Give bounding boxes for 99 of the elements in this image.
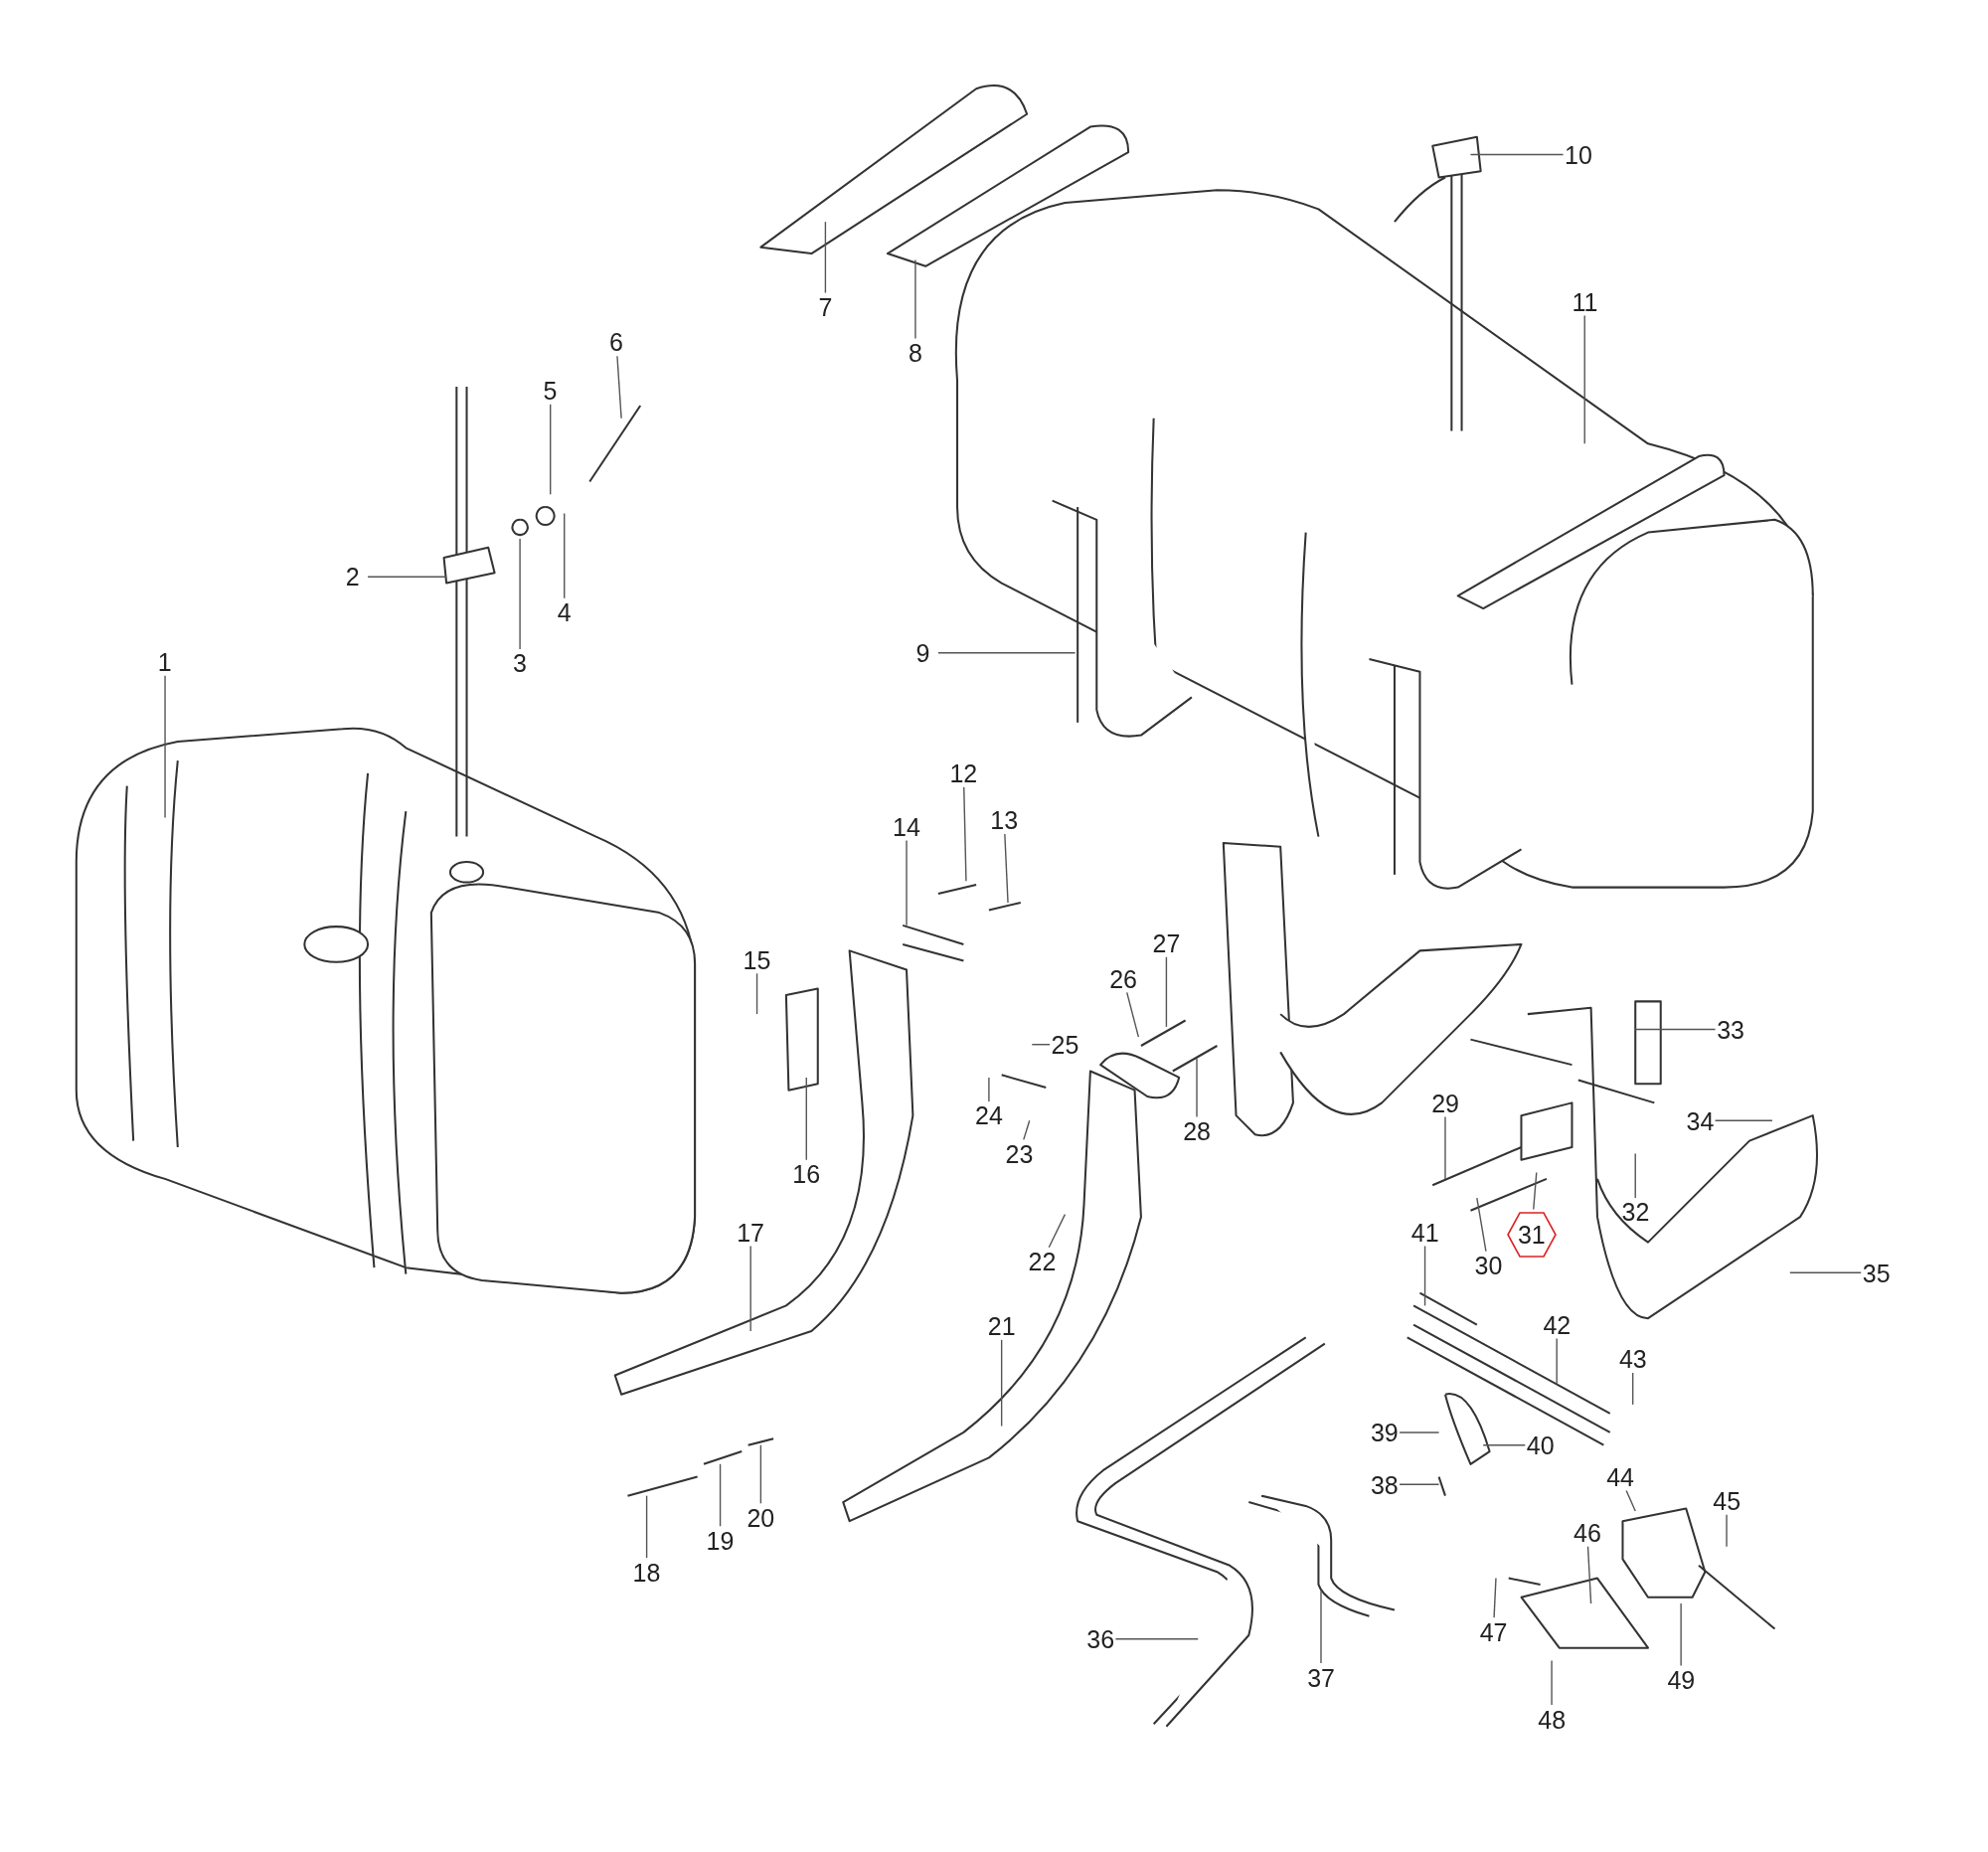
callout-number: 25 (1050, 1032, 1080, 1058)
callout-hexagon (1505, 1211, 1558, 1260)
leader-line (1476, 1197, 1487, 1253)
callout-number: 29 (1430, 1090, 1460, 1116)
callout-number: 1 (156, 648, 173, 675)
callout-number: 7 (817, 293, 834, 320)
callout-number: 5 (542, 377, 559, 404)
leader-line (1423, 1245, 1426, 1307)
leader-line (1634, 1152, 1636, 1199)
leader-line (1399, 1483, 1440, 1485)
callout-number: 8 (907, 339, 923, 366)
callout-number: 4 (556, 599, 573, 626)
callout-number: 14 (892, 813, 921, 840)
callout-number: 48 (1537, 1706, 1568, 1733)
leader-line (937, 652, 1077, 654)
callout-number: 49 (1666, 1667, 1697, 1694)
leader-line (1320, 1590, 1322, 1664)
leader-line (1586, 1546, 1592, 1604)
callout-number: 30 (1473, 1252, 1504, 1278)
leader-line (645, 1495, 648, 1559)
leader-line (564, 512, 566, 599)
leader-line (1126, 991, 1140, 1038)
leader-line (1625, 1489, 1636, 1512)
leader-line (1680, 1602, 1682, 1667)
callout-number: 39 (1369, 1420, 1400, 1446)
callout-number: 44 (1605, 1463, 1635, 1490)
callout-number: 19 (705, 1527, 736, 1554)
callout-number: 22 (1027, 1249, 1058, 1275)
leader-line (988, 1077, 990, 1102)
callout-number: 20 (746, 1504, 776, 1531)
callout-number: 35 (1861, 1260, 1892, 1286)
leader-line (1482, 1444, 1526, 1446)
leader-line (755, 972, 758, 1015)
leader-line (1023, 1119, 1031, 1141)
leader-line (1789, 1271, 1862, 1273)
leader-line (719, 1463, 722, 1527)
callout-number: 26 (1108, 965, 1138, 992)
leader-line (616, 355, 622, 420)
callout-number: 42 (1542, 1311, 1573, 1338)
leader-line (1634, 1028, 1717, 1031)
callout-number: 17 (736, 1219, 765, 1246)
leader-line (367, 576, 447, 578)
callout-number: 37 (1306, 1664, 1336, 1691)
leader-line (550, 404, 552, 495)
callout-number: 6 (607, 329, 624, 356)
callout-number: 2 (344, 564, 361, 590)
callout-number: 10 (1564, 141, 1593, 168)
leader-line (805, 1077, 807, 1161)
callout-number: 41 (1409, 1219, 1440, 1246)
callout-number: 40 (1525, 1432, 1556, 1459)
callout-number: 46 (1573, 1520, 1602, 1547)
callout-number: 28 (1182, 1117, 1212, 1144)
callout-number: 21 (986, 1313, 1017, 1340)
callout-number: 12 (948, 760, 979, 787)
callout-number: 3 (512, 650, 528, 677)
callout-number: 47 (1478, 1618, 1509, 1645)
callout-number: 27 (1151, 929, 1182, 956)
leader-line (1726, 1514, 1728, 1548)
callout-number: 33 (1716, 1016, 1745, 1043)
leader-line (1444, 1115, 1446, 1180)
leader-line (1000, 1339, 1003, 1428)
leader-line (1165, 956, 1168, 1028)
leader-line (914, 258, 916, 340)
callout-number: 18 (631, 1559, 662, 1586)
leader-line (1493, 1577, 1497, 1618)
leader-line (1114, 1638, 1199, 1640)
leader-line (164, 674, 166, 819)
callout-number: 13 (989, 807, 1020, 834)
leader-line (1714, 1119, 1773, 1121)
leader-line (1632, 1372, 1634, 1406)
callout-number: 11 (1571, 288, 1599, 315)
callout-number: 23 (1004, 1140, 1035, 1167)
callout-number: 38 (1369, 1471, 1400, 1498)
callout-number: 36 (1085, 1626, 1116, 1653)
leader-line (1469, 153, 1565, 156)
callout-number: 16 (791, 1161, 822, 1188)
leader-line (1556, 1337, 1558, 1386)
leader-line (906, 839, 908, 926)
callout-number: 31 (1517, 1220, 1546, 1250)
leader-line (1048, 1213, 1067, 1249)
leader-line (824, 221, 827, 294)
leader-line (1031, 1044, 1051, 1046)
leader-line (749, 1245, 751, 1332)
callout-number: 45 (1712, 1488, 1742, 1515)
leader-line (1196, 1058, 1198, 1118)
leader-line (1533, 1171, 1538, 1211)
callout-number: 34 (1685, 1107, 1716, 1134)
leader-line (519, 538, 521, 650)
leader-line (1583, 314, 1585, 444)
callout-number: 9 (914, 639, 931, 666)
callout-number: 15 (742, 946, 772, 973)
leader-line (963, 786, 967, 882)
leader-line (759, 1444, 762, 1505)
callout-number: 32 (1620, 1199, 1651, 1226)
leader-line (1004, 833, 1009, 904)
callout-number: 43 (1617, 1346, 1648, 1373)
callout-number: 24 (974, 1102, 1004, 1129)
leader-line (1399, 1431, 1440, 1433)
leader-line (1551, 1659, 1553, 1706)
